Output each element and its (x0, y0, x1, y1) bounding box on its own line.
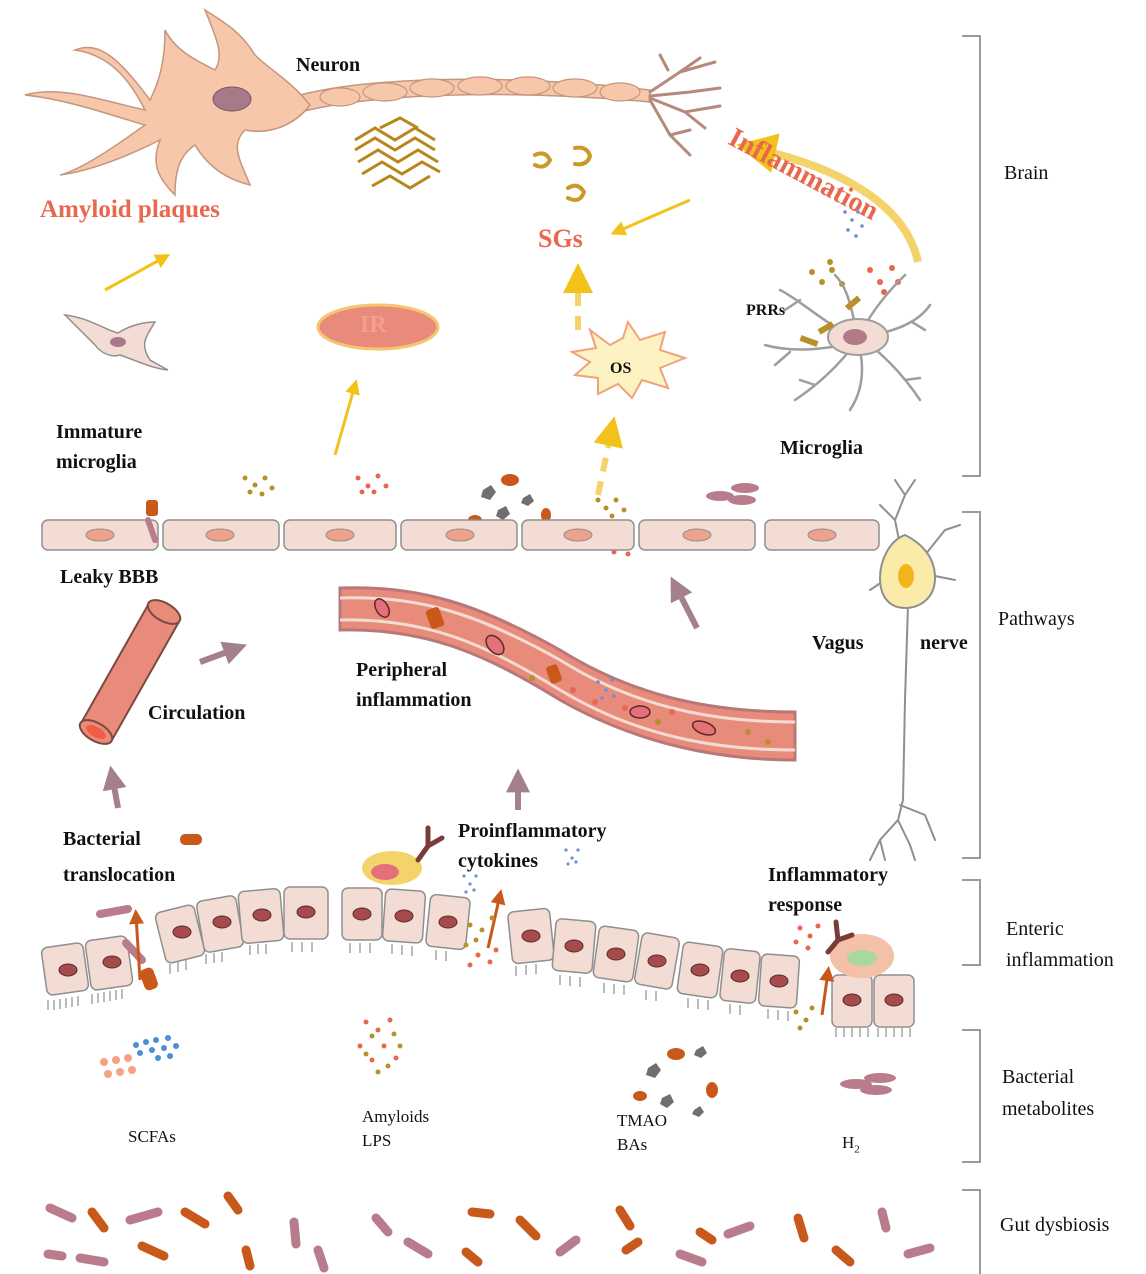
neuron-label: Neuron (296, 54, 360, 77)
section-enteric-label-line2: inflammation (1006, 945, 1114, 976)
h2-subscript: 2 (854, 1143, 860, 1155)
cytokine-dots (809, 210, 901, 295)
ir-label: IR (360, 312, 387, 340)
prrs-label: PRRs (746, 302, 785, 320)
proinflammatory-cytokines-label-line1: Proinflammatory (458, 820, 607, 843)
tmao-label: TMAO (617, 1110, 667, 1133)
inflammatory-response-label-line1: Inflammatory (768, 864, 888, 887)
inflammatory-response-label-line2: response (768, 894, 842, 917)
amyloids-label: Amyloids (362, 1106, 429, 1129)
amyloid-plaque-icon (355, 118, 440, 188)
sg-fragments-icon (535, 148, 590, 200)
vagus-nerve-shape (870, 480, 960, 860)
bas-label: BAs (617, 1134, 647, 1157)
circulation-label: Circulation (148, 702, 245, 725)
section-bacterial-label-line2: metabolites (1002, 1094, 1094, 1125)
bacterial-translocation-label-line2: translocation (63, 864, 175, 887)
h2-symbol: H (842, 1133, 854, 1152)
sgs-label: SGs (538, 224, 583, 254)
scfas-label: SCFAs (128, 1126, 176, 1149)
vagus-label: Vagus (812, 632, 864, 655)
bbb-endothelial-row (42, 500, 879, 550)
section-bacterial-label-line1: Bacterial (1002, 1062, 1074, 1093)
peripheral-inflammation-label-line1: Peripheral (356, 659, 447, 682)
amyloid-plaques-label: Amyloid plaques (40, 196, 220, 225)
proinflammatory-cytokines-label-line2: cytokines (458, 850, 538, 873)
immature-microglia-shape (65, 315, 168, 370)
section-pathways-label: Pathways (998, 604, 1075, 635)
peripheral-inflammation-label-line2: inflammation (356, 689, 472, 712)
section-brain-label: Brain (1004, 158, 1048, 189)
circulation-vessel-shape (76, 595, 184, 749)
gut-bacteria-icons (48, 1196, 930, 1268)
nerve-label: nerve (920, 632, 968, 655)
h2-label: H2 (842, 1132, 860, 1157)
lps-label: LPS (362, 1130, 391, 1153)
immature-microglia-label-line1: Immature (56, 421, 142, 444)
section-gut-dysbiosis-label: Gut dysbiosis (1000, 1210, 1109, 1241)
metabolite-icons (100, 1018, 896, 1118)
bacterial-translocation-label-line1: Bacterial (63, 828, 141, 851)
microglia-shape (765, 275, 930, 410)
os-label: OS (610, 360, 631, 378)
section-brackets (962, 36, 980, 1274)
bacterium-icon (180, 834, 202, 845)
leaky-bbb-label: Leaky BBB (60, 566, 158, 589)
immature-microglia-label-line2: microglia (56, 451, 137, 474)
microglia-label: Microglia (780, 437, 863, 460)
section-enteric-label-line1: Enteric (1006, 914, 1064, 945)
